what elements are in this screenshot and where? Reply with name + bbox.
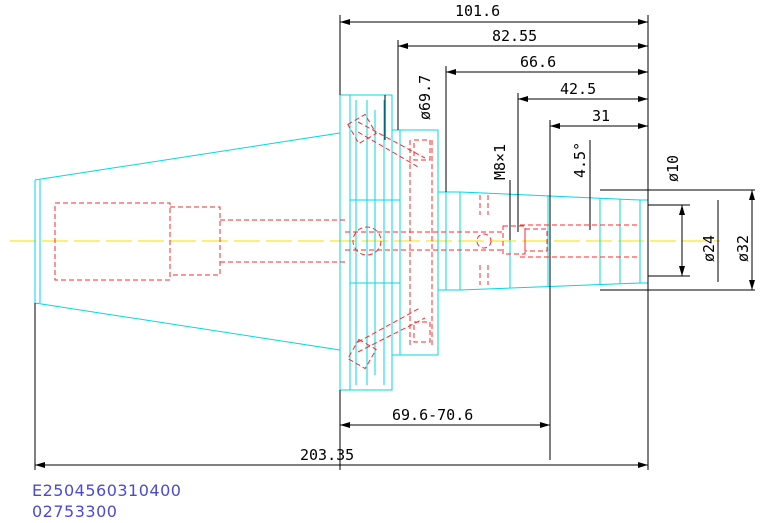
dimension-lines	[34, 15, 755, 470]
dim-101-6: 101.6	[455, 2, 500, 20]
part-code-line-1: E2504560310400	[32, 481, 182, 500]
dim-dia-32: ø32	[734, 235, 752, 262]
holder-outline	[34, 94, 649, 391]
dimension-arrows	[35, 19, 755, 468]
dim-thread-m8: M8×1	[491, 144, 509, 180]
part-code-line-2: 02753300	[32, 502, 118, 521]
dim-203-35: 203.35	[300, 446, 354, 464]
dim-dia-24: ø24	[700, 235, 718, 262]
dim-66-6: 66.6	[520, 53, 556, 71]
dim-angle-4-5: 4.5°	[571, 142, 589, 178]
dim-dia-10: ø10	[664, 155, 682, 182]
dim-82-55: 82.55	[492, 27, 537, 45]
dim-31: 31	[592, 107, 610, 125]
dim-dia-69-7: ø69.7	[416, 75, 434, 120]
dim-42-5: 42.5	[560, 80, 596, 98]
hidden-features	[54, 113, 640, 370]
part-codes: E2504560310400 02753300	[32, 480, 181, 522]
dim-69-6-70-6: 69.6-70.6	[392, 406, 473, 424]
